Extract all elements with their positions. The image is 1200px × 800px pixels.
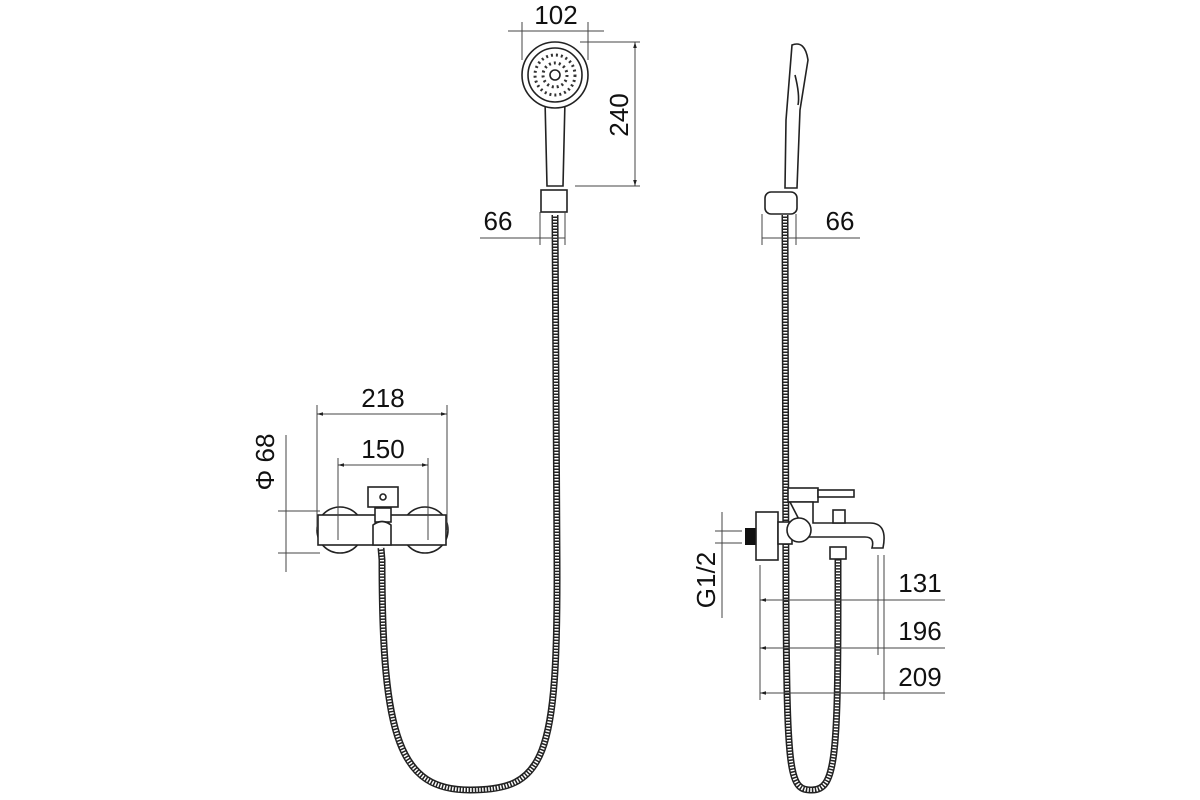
dim-label-209: 209 [898,662,941,692]
bath-mixer-side [745,487,885,561]
dimension-66-side: 66 [761,206,860,245]
dim-label-131: 131 [898,568,941,598]
bath-mixer-front [316,486,449,554]
shower-holder-side [764,191,798,215]
dimension-diameter-68: Φ 68 [250,434,320,572]
front-view: 102 240 66 218 150 Φ 68 [250,0,640,794]
dimension-102: 102 [508,0,604,60]
dim-label-66-side: 66 [826,206,855,236]
dim-label-102: 102 [534,0,577,30]
dimension-g1-2: G1/2 [691,512,742,618]
dimension-218: 218 [316,383,448,530]
dim-label-150: 150 [361,434,404,464]
dimension-196: 196 [760,616,945,650]
dim-label-66-front: 66 [484,206,513,236]
shower-holder [540,189,568,213]
shower-hose [377,214,561,794]
dim-label-240: 240 [604,93,634,136]
dimension-131: 131 [760,568,945,602]
hand-shower-side [784,43,809,189]
dim-label-218: 218 [361,383,404,413]
hand-shower [521,41,589,187]
shower-hose-side [781,214,842,794]
side-view: 66 G1/2 131 196 209 [691,43,945,794]
dim-label-diameter-68: Φ 68 [250,434,280,491]
dimension-150: 150 [337,434,429,540]
dimension-209: 209 [760,662,945,695]
dimension-66-front: 66 [480,206,566,245]
dim-label-g1-2: G1/2 [691,552,721,608]
dimension-240: 240 [575,41,640,187]
dim-label-196: 196 [898,616,941,646]
